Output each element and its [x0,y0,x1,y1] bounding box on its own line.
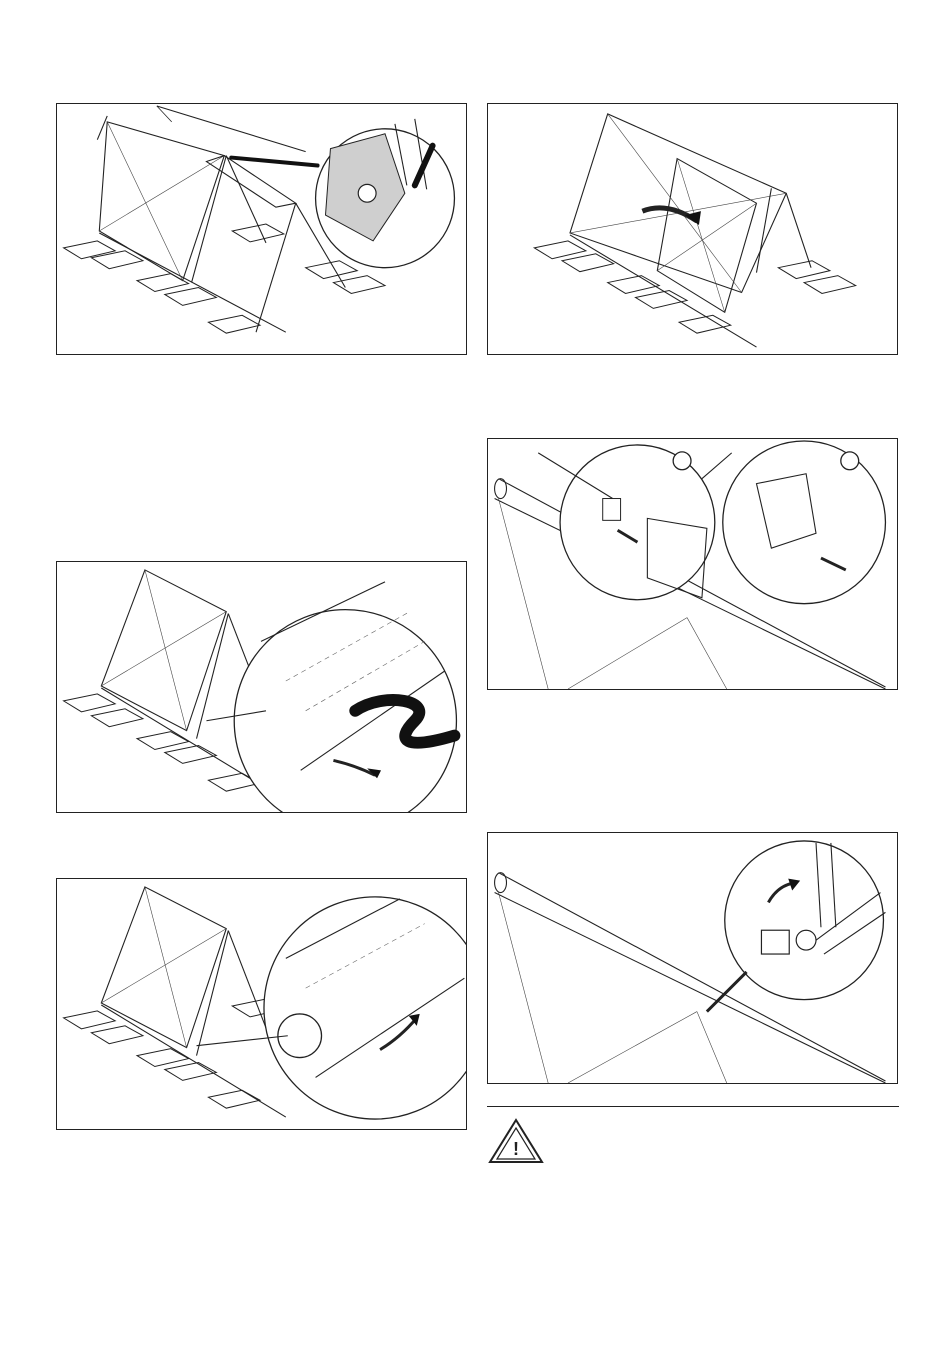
warning-symbol: ! [513,1139,519,1159]
collector-illustration [57,104,466,354]
connector-illustration [488,439,897,689]
figure-connector-fitting [56,878,467,1130]
warning-triangle-icon: ! [488,1117,544,1165]
figure-hose-connection [56,561,467,813]
figure-nut-tightening [487,832,898,1084]
hose-illustration [57,562,466,812]
warning-divider [487,1106,899,1107]
figure-collector-rotation [487,103,898,355]
figure-connector-detail [487,438,898,690]
nut-illustration [488,833,897,1083]
collector-rotation-illustration [488,104,897,354]
fitting-illustration [57,879,466,1129]
figure-collector-connection [56,103,467,355]
